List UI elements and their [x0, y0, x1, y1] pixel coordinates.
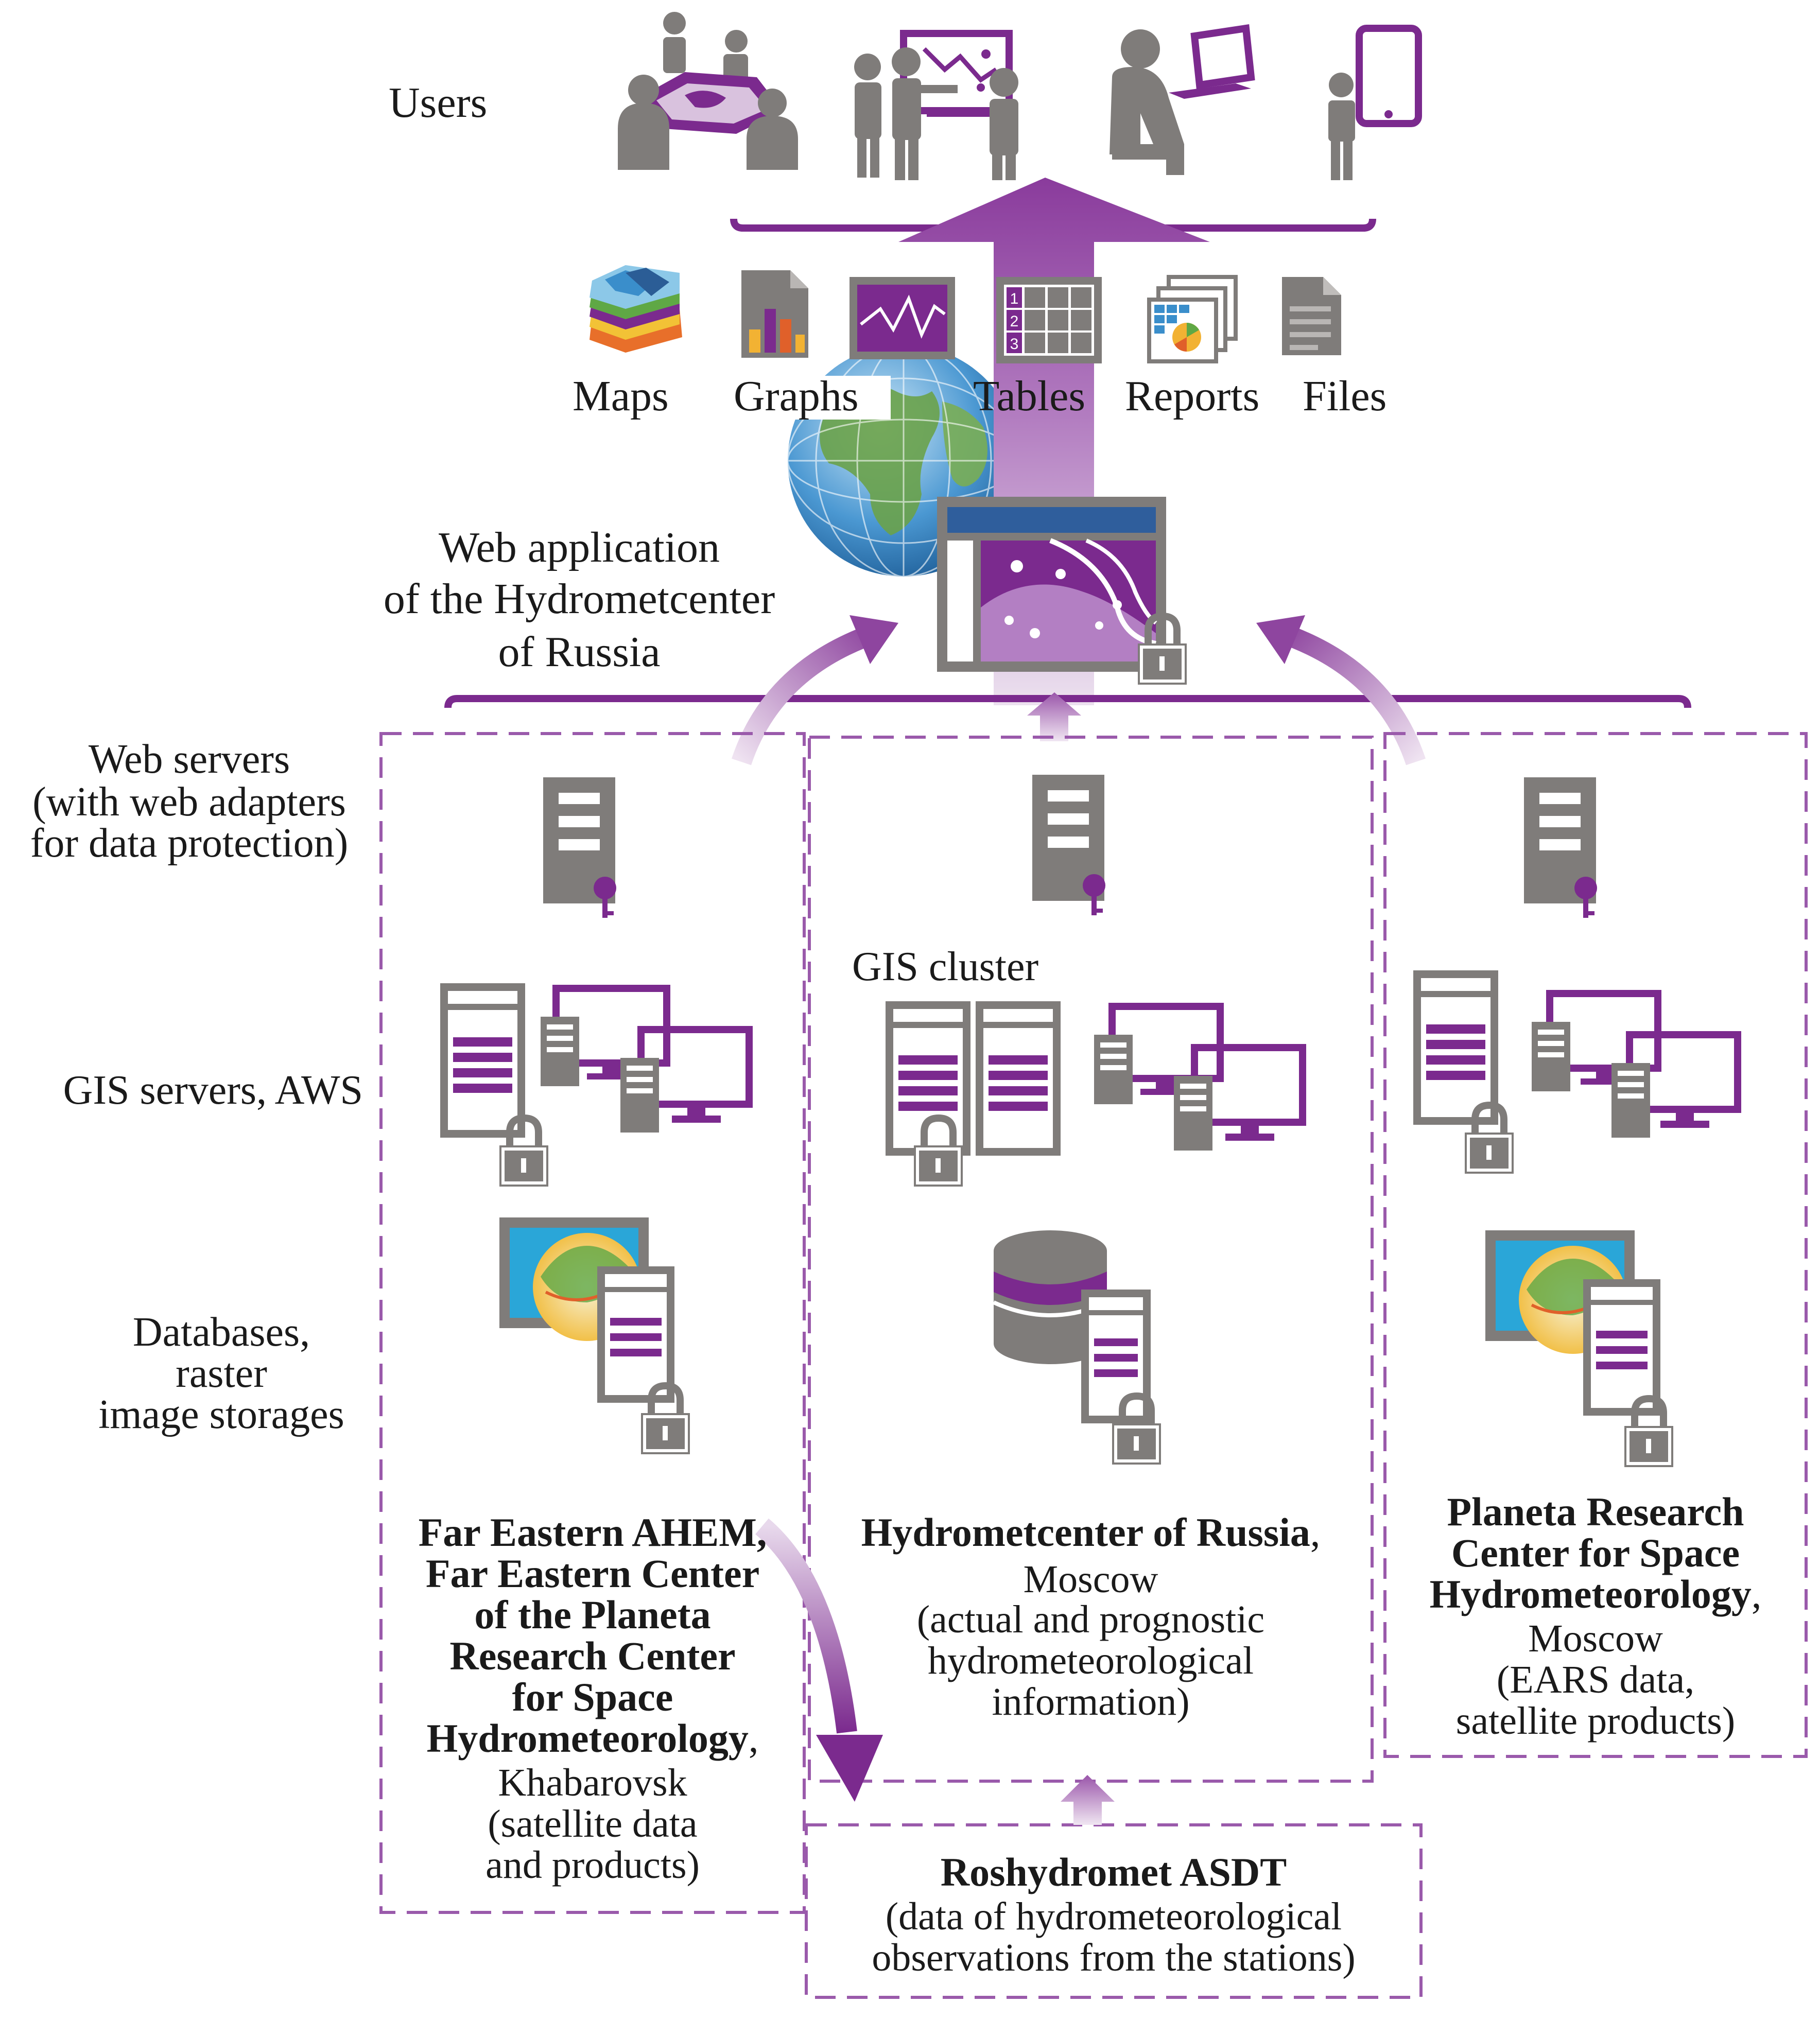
hydrometcenter-detail-line3: hydrometeorological: [927, 1639, 1254, 1682]
servers-bracket: [444, 695, 1691, 708]
far-east-name-line4: Research Center: [449, 1633, 736, 1678]
column-box-planeta: [1383, 732, 1808, 1758]
map-layers-icon: [590, 265, 682, 353]
far-east-name-last: Hydrometeorology,: [426, 1716, 759, 1761]
planeta-detail-line3: satellite products): [1455, 1699, 1736, 1743]
file-icon: [1282, 277, 1341, 355]
planeta-name-line2: Center for Space: [1451, 1530, 1740, 1575]
left-curve-arrow: [732, 623, 879, 765]
planeta-detail-line2: (EARS data,: [1496, 1658, 1695, 1701]
far-east-name-line1: Far Eastern AHEM,: [418, 1510, 767, 1555]
hydrometcenter-detail-line2: (actual and prognostic: [916, 1598, 1265, 1641]
table-row-num-1: 1: [1010, 290, 1019, 307]
web-servers-label-line3: for data protection): [30, 821, 349, 866]
web-app-title-line1: Web application: [438, 524, 720, 571]
output-label-reports: Reports: [1125, 372, 1260, 420]
asdt-detail-line2: observations from the stations): [872, 1936, 1356, 1979]
web-app-title-line3: of Russia: [498, 628, 661, 676]
database-icon: [993, 1230, 1161, 1465]
table-row-num-2: 2: [1010, 313, 1019, 330]
hydrometcenter-name-text: Hydrometcenter of Russia: [861, 1510, 1310, 1555]
far-east-name-line2: Far Eastern Center: [425, 1551, 760, 1596]
asdt-detail-line1: (data of hydrometeorological: [885, 1895, 1342, 1938]
users-label: Users: [389, 79, 488, 127]
table-row-num-3: 3: [1010, 336, 1019, 353]
web-servers-label-line2: (with web adapters: [32, 779, 346, 825]
far-east-name-last-text: Hydrometeorology: [426, 1716, 749, 1761]
mobile-user-icon: [1328, 25, 1422, 180]
planeta-name-last: Hydrometeorology,: [1429, 1572, 1762, 1616]
databases-label-line2: raster: [176, 1351, 267, 1396]
web-app-title-line2: of the Hydrometcenter: [383, 575, 775, 623]
gis-servers-label: GIS servers, AWS: [63, 1068, 363, 1113]
laptop-user-icon: [1110, 24, 1255, 175]
reports-icon: [1147, 275, 1238, 363]
output-label-files: Files: [1303, 372, 1387, 420]
column-box-far-east: [379, 732, 806, 1914]
web-server-icon-1: [543, 777, 616, 918]
hydrometcenter-name: Hydrometcenter of Russia,: [861, 1510, 1321, 1555]
far-east-to-asdt-arrow: [755, 1518, 857, 1734]
presentation-board-icon: [854, 30, 1018, 180]
bar-chart-icon: [741, 270, 808, 358]
far-east-name-line3: of the Planeta: [474, 1592, 711, 1637]
main-up-arrow: [898, 178, 1210, 705]
far-east-detail-line3: and products): [486, 1843, 700, 1887]
output-label-maps: Maps: [573, 372, 669, 420]
far-east-detail-line2: (satellite data: [488, 1802, 698, 1845]
gis-server-group-3: [1413, 970, 1741, 1174]
web-servers-label-line1: Web servers: [88, 737, 290, 782]
table-icon: 1 2 3: [996, 277, 1102, 363]
hydrometcenter-detail-line4: information): [992, 1680, 1190, 1723]
center-up-arrow: [1027, 692, 1081, 741]
far-east-name-line5: for Space: [512, 1675, 673, 1719]
raster-storage-icon-3: [1485, 1230, 1673, 1467]
databases-label-line3: image storages: [98, 1392, 344, 1437]
far-east-detail-line1: Khabarovsk: [498, 1761, 687, 1804]
databases-label-line1: Databases,: [132, 1310, 310, 1355]
asdt-up-arrow: [1061, 1775, 1115, 1825]
web-app-window-icon: [937, 497, 1187, 685]
planeta-name-last-text: Hydrometeorology: [1429, 1572, 1752, 1616]
hydrometcenter-detail-line1: Moscow: [1023, 1558, 1158, 1601]
output-label-tables: Tables: [973, 372, 1086, 420]
raster-storage-icon-1: [499, 1217, 690, 1454]
planeta-detail-line1: Moscow: [1528, 1617, 1663, 1660]
right-curve-arrow: [1278, 623, 1426, 765]
meeting-table-icon: [618, 12, 798, 170]
output-label-graphs: Graphs: [734, 372, 859, 420]
web-server-icon-2: [1032, 775, 1105, 915]
gis-server-group-1: [440, 983, 753, 1187]
line-chart-monitor-icon: [850, 277, 955, 359]
column-box-asdt: [805, 1823, 1423, 1999]
web-server-icon-3: [1524, 777, 1597, 918]
gis-cluster-group: [886, 1001, 1306, 1187]
planeta-name-line1: Planeta Research: [1447, 1489, 1744, 1534]
gis-cluster-label: GIS cluster: [852, 944, 1039, 989]
asdt-title: Roshydromet ASDT: [940, 1850, 1287, 1894]
